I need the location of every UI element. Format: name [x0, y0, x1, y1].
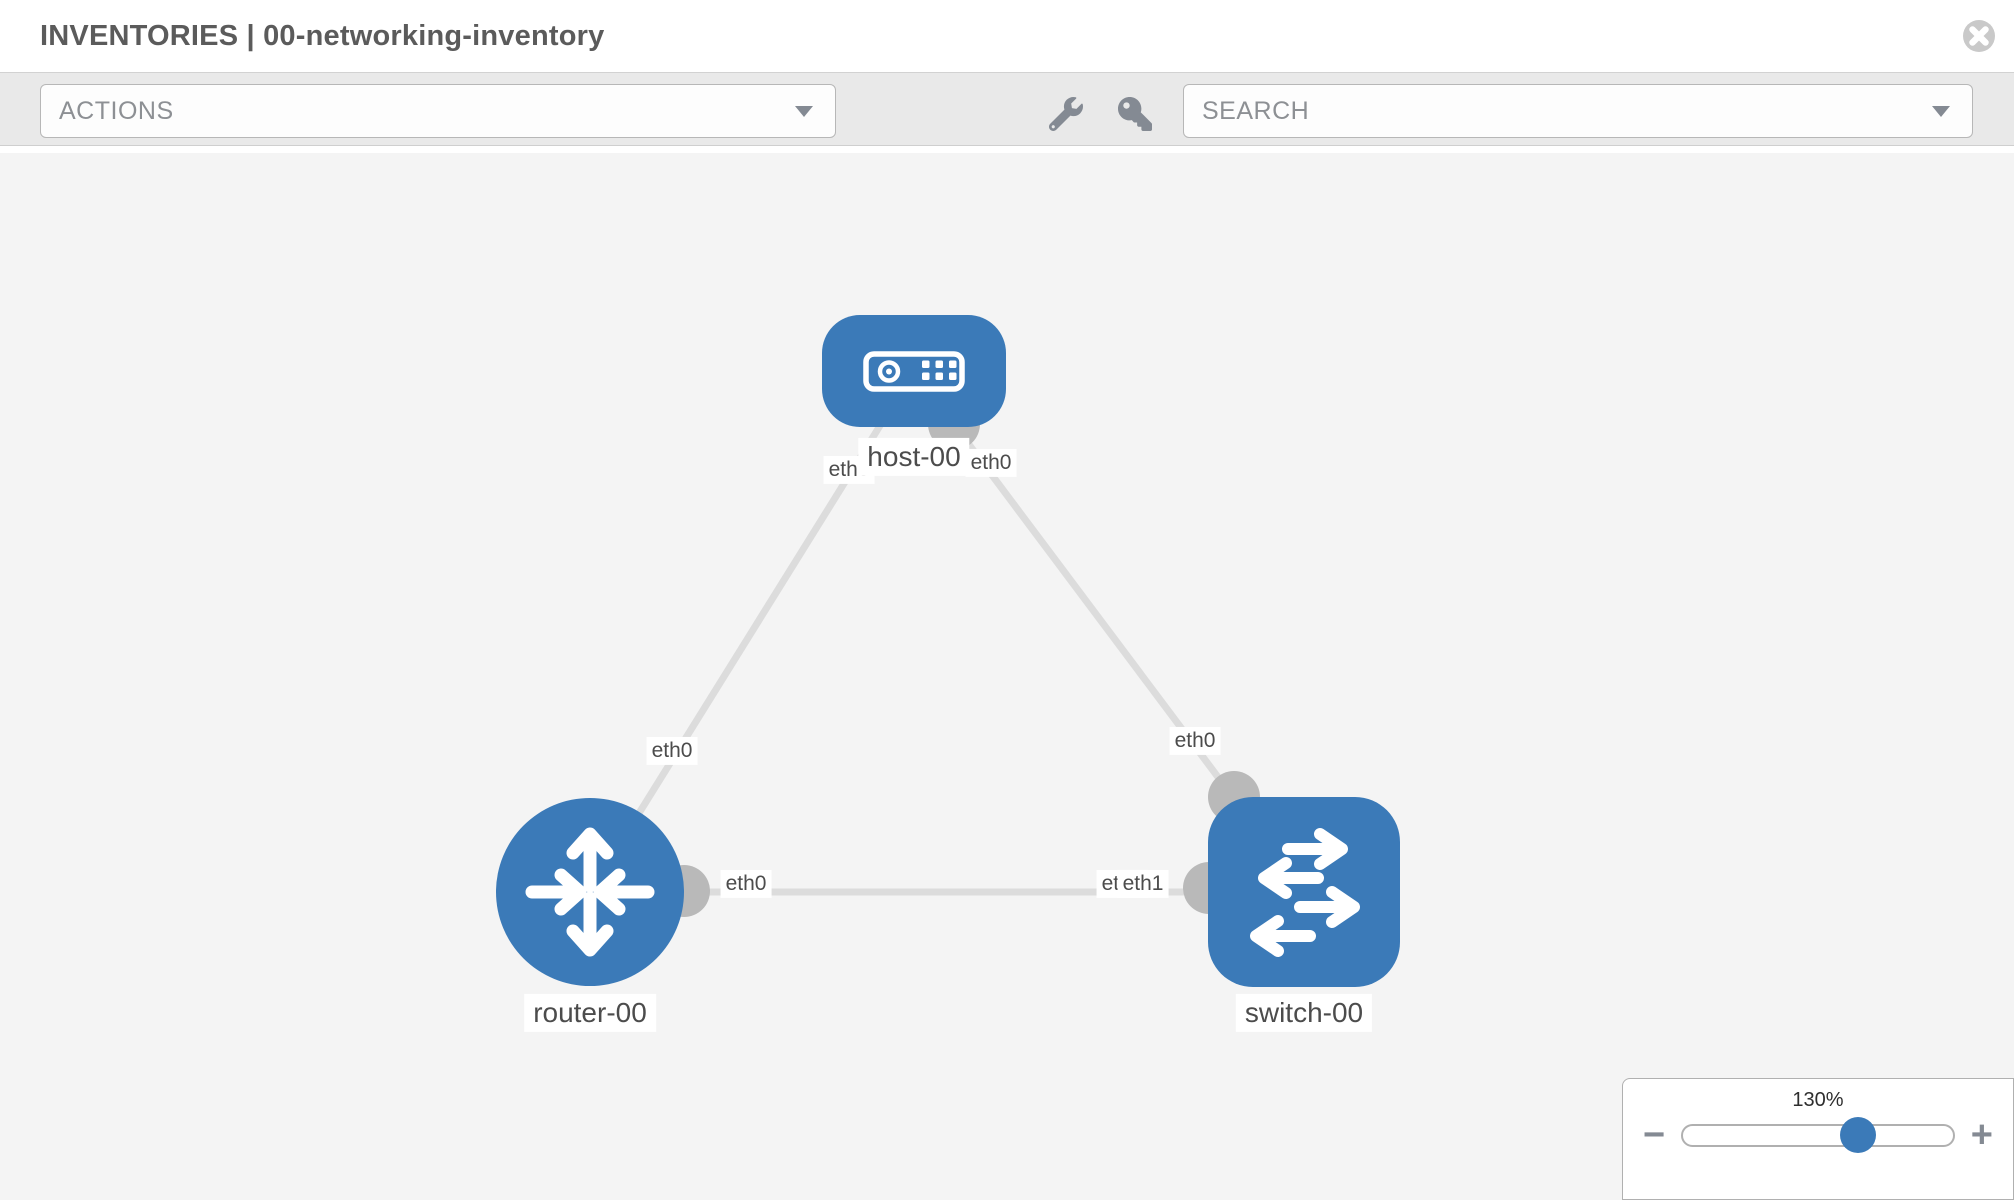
node-label: switch-00: [1235, 993, 1373, 1033]
zoom-out-button[interactable]: −: [1643, 1114, 1666, 1156]
interface-label: eth0: [646, 736, 698, 766]
zoom-slider[interactable]: [1681, 1117, 1955, 1153]
node-router-00[interactable]: [496, 798, 684, 986]
router-arrows-icon: [525, 827, 655, 957]
interface-label: eth0: [965, 448, 1017, 478]
actions-dropdown[interactable]: ACTIONS: [40, 84, 836, 138]
node-label: router-00: [524, 993, 656, 1033]
key-icon[interactable]: [1118, 97, 1152, 131]
interface-label: eth1: [1117, 869, 1169, 899]
zoom-panel: 130% − +: [1622, 1078, 2014, 1200]
switch-arrows-icon: [1250, 828, 1360, 957]
search-dropdown[interactable]: SEARCH: [1183, 84, 1973, 138]
zoom-level: 130%: [1792, 1089, 1844, 1111]
topology-canvas[interactable]: [0, 147, 2014, 1200]
times-circle-icon: [1963, 20, 1995, 52]
caret-down-icon: [1932, 106, 1950, 117]
actions-dropdown-label: ACTIONS: [59, 96, 174, 125]
page-title: INVENTORIES | 00-networking-inventory: [40, 20, 605, 52]
search-dropdown-label: SEARCH: [1202, 96, 1310, 125]
interface-label: eth0: [720, 869, 772, 899]
server-icon: [863, 351, 965, 392]
zoom-in-button[interactable]: +: [1970, 1114, 1993, 1156]
zoom-slider-thumb[interactable]: [1840, 1117, 1877, 1153]
wrench-icon[interactable]: [1048, 97, 1083, 132]
interface-label: eth0: [1169, 726, 1221, 756]
toolbar: ACTIONS SEARCH: [0, 72, 2014, 146]
node-switch-00[interactable]: [1208, 797, 1400, 987]
close-button[interactable]: [1962, 19, 1996, 53]
page-header: INVENTORIES | 00-networking-inventory: [0, 0, 2014, 72]
node-label: host-00: [858, 437, 970, 477]
caret-down-icon: [795, 106, 813, 117]
node-host-00[interactable]: [822, 315, 1006, 427]
